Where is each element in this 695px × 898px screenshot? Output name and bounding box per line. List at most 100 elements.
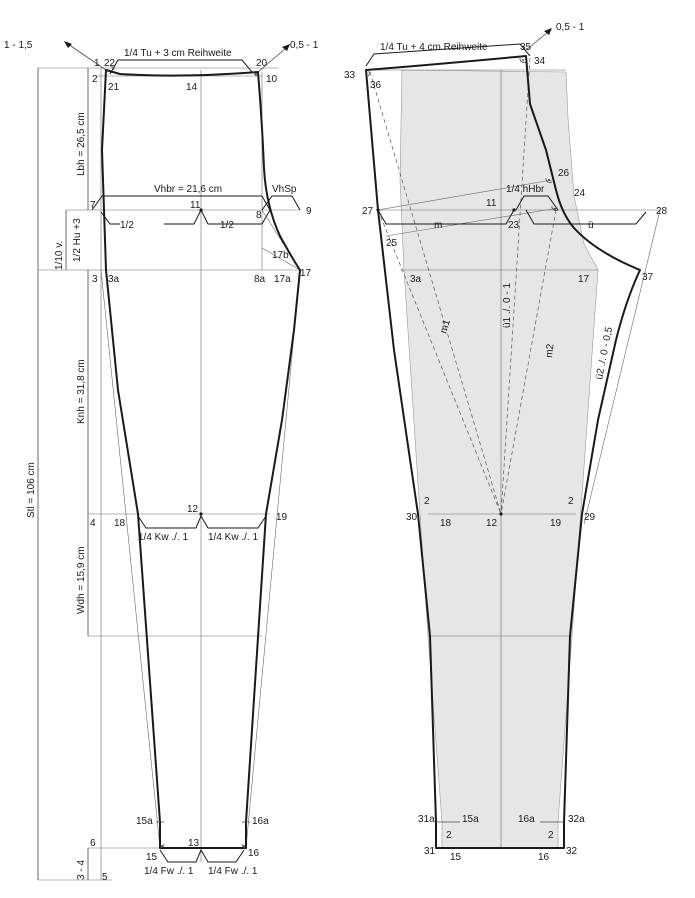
back-point-35: 35 — [520, 42, 532, 53]
front-point-3a: 3a — [108, 274, 120, 285]
front-dimension-lines — [37, 68, 89, 880]
back-point-18: 18 — [440, 518, 452, 529]
back-two-c-label: 2 — [446, 830, 452, 841]
front-point-5: 5 — [102, 872, 108, 883]
front-point-16: 16 — [248, 848, 260, 859]
front-point-6: 6 — [90, 838, 96, 849]
front-point-1: 1 — [94, 58, 100, 69]
front-lbh-label: Lbh = 26,5 cm — [76, 112, 87, 176]
back-front-underlay — [399, 69, 599, 849]
back-point-3a: 3a — [410, 274, 422, 285]
back-construction-lines — [365, 28, 661, 848]
back-point-11: 11 — [486, 198, 497, 209]
front-hem-alloc-label: 3 - 4 — [76, 860, 87, 880]
front-point-11: 11 — [190, 200, 201, 211]
front-point-17: 17 — [300, 268, 312, 279]
back-ue1-label: ü1 ./. 0 - 1 — [502, 283, 513, 328]
front-point-2: 2 — [92, 74, 98, 85]
back-point-36: 36 — [370, 80, 382, 91]
back-hhbr-bracket — [515, 195, 559, 211]
front-point-17b: 17b — [272, 250, 289, 261]
back-point-31a: 31a — [418, 814, 435, 825]
front-point-8: 8 — [256, 210, 262, 221]
back-m2-label: m2 — [544, 343, 556, 358]
back-two-a-label: 2 — [424, 496, 430, 507]
back-point-15a: 15a — [462, 814, 479, 825]
front-vhbr-label: Vhbr = 21,6 cm — [154, 184, 222, 195]
front-vhsp-bracket — [261, 195, 301, 211]
back-waist-bracket — [365, 43, 531, 67]
front-point-10: 10 — [266, 74, 278, 85]
front-hu-rule-b-label: 1/2 Hu +3 — [72, 218, 83, 262]
back-point-25: 25 — [386, 238, 398, 249]
back-piece: 1/4 Tu + 4 cm Reihweite 0,5 - 1 1/4 hHbr… — [344, 22, 668, 863]
front-wdh-label: Wdh = 15,9 cm — [76, 546, 87, 614]
back-point-33: 33 — [344, 70, 356, 81]
front-knh-label: Knh = 31,8 cm — [76, 359, 87, 424]
front-half-b-label: 1/2 — [220, 220, 234, 231]
back-point-15: 15 — [450, 852, 462, 863]
back-point-16a: 16a — [518, 814, 535, 825]
front-stl-label: Stl = 106 cm — [26, 462, 37, 518]
front-vhsp-label: VhSp — [272, 184, 297, 195]
front-waist-label: 1/4 Tu + 3 cm Reihweite — [124, 48, 232, 59]
back-point-28: 28 — [656, 206, 668, 217]
back-m1-label: m1 — [438, 318, 453, 335]
front-outline — [101, 69, 301, 849]
back-dashed-lines — [369, 57, 557, 515]
front-top-left-extension-label: 1 - 1,5 — [4, 40, 33, 51]
back-hip-bracket-m — [377, 209, 515, 225]
front-hip-bracket — [91, 195, 271, 225]
front-point-18: 18 — [114, 518, 126, 529]
front-hem-bracket — [159, 848, 245, 863]
back-point-29: 29 — [584, 512, 596, 523]
back-point-17: 17 — [578, 274, 590, 285]
front-point-21: 21 — [108, 82, 120, 93]
front-kw-a-label: 1/4 Kw ./. 1 — [138, 532, 188, 543]
front-point-4: 4 — [90, 518, 96, 529]
back-point-16: 16 — [538, 852, 550, 863]
front-point-15: 15 — [146, 852, 158, 863]
front-point-9: 9 — [306, 206, 312, 217]
back-two-d-label: 2 — [548, 830, 554, 841]
front-point-20: 20 — [256, 58, 268, 69]
front-point-7: 7 — [90, 200, 96, 211]
front-kw-b-label: 1/4 Kw ./. 1 — [208, 532, 258, 543]
front-point-3: 3 — [92, 274, 98, 285]
back-point-32a: 32a — [568, 814, 585, 825]
front-fw-a-label: 1/4 Fw ./. 1 — [144, 866, 194, 877]
front-top-right-extension-label: 0,5 - 1 — [290, 40, 319, 51]
back-waist-label: 1/4 Tu + 4 cm Reihweite — [380, 42, 488, 53]
front-waist-bracket — [109, 59, 253, 75]
front-knee-bracket — [137, 514, 267, 529]
back-point-27: 27 — [362, 206, 374, 217]
back-outline — [365, 55, 641, 849]
back-ue-label: ü — [588, 220, 594, 231]
back-hip-bracket-ue — [525, 209, 647, 225]
front-point-12: 12 — [187, 504, 199, 515]
back-point-19: 19 — [550, 518, 562, 529]
back-two-b-label: 2 — [568, 496, 574, 507]
back-point-37: 37 — [642, 272, 654, 283]
front-piece: 1/4 Tu + 3 cm Reihweite 1 - 1,5 0,5 - 1 … — [4, 40, 319, 883]
front-point-16a: 16a — [252, 816, 269, 827]
back-point-30: 30 — [406, 512, 418, 523]
back-point-34: 34 — [534, 56, 546, 67]
back-m-label: m — [434, 220, 442, 231]
back-point-23: 23 — [508, 220, 520, 231]
front-point-17a: 17a — [274, 274, 291, 285]
back-point-32: 32 — [566, 846, 578, 857]
front-half-a-label: 1/2 — [120, 220, 134, 231]
front-point-22: 22 — [104, 58, 116, 69]
back-point-26: 26 — [558, 168, 570, 179]
front-point-15a: 15a — [136, 816, 153, 827]
back-point-24: 24 — [574, 188, 586, 199]
front-fw-b-label: 1/4 Fw ./. 1 — [208, 866, 258, 877]
front-point-13: 13 — [188, 838, 200, 849]
back-hhbr-label: 1/4 hHbr — [506, 184, 545, 195]
front-point-14: 14 — [186, 82, 198, 93]
front-point-19: 19 — [276, 512, 288, 523]
back-point-12: 12 — [486, 518, 498, 529]
front-point-8a: 8a — [254, 274, 266, 285]
